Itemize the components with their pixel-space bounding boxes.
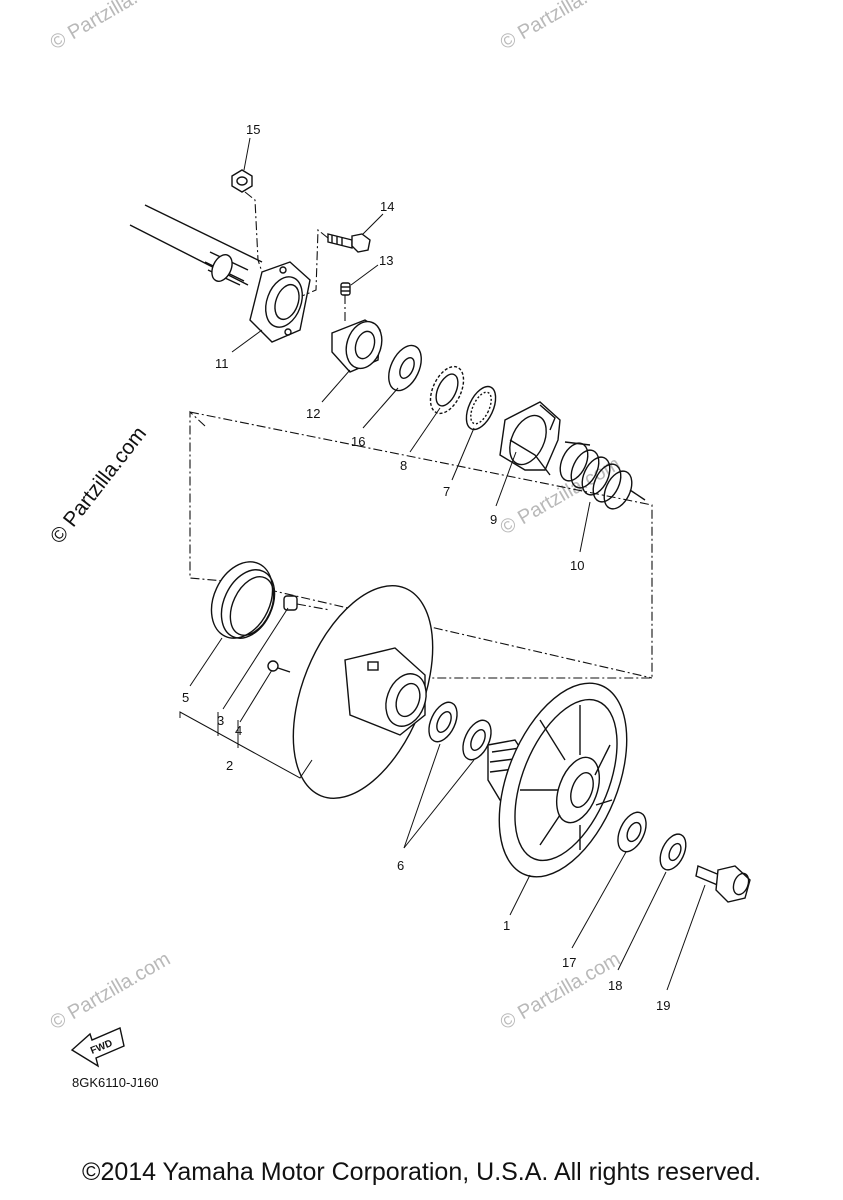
part-12-bearing (331, 319, 383, 373)
part-19-bolt (695, 865, 751, 903)
watermarks: © Partzilla.com © Partzilla.com © Partzi… (46, 0, 624, 1034)
callout-16: 16 (351, 434, 365, 449)
part-13-fitting (340, 282, 351, 322)
watermark-main: © Partzilla.com (46, 422, 151, 548)
part-18-washer (659, 833, 687, 871)
assembly-outline (189, 410, 236, 583)
part-3-pin (283, 595, 331, 611)
part-1-sheave (487, 682, 628, 878)
part-11-bearing-housing (249, 261, 311, 343)
callout-15: 15 (246, 122, 260, 137)
part-5-ring (210, 561, 276, 639)
part-2-sheave (292, 585, 434, 799)
part-10-spring (559, 441, 646, 510)
callout-10: 10 (570, 558, 584, 573)
leader-lines (179, 137, 706, 991)
fwd-arrow-icon: FWD (70, 1027, 125, 1068)
drawing-code: 8GK6110-J160 (72, 1075, 159, 1090)
part-17-washer (617, 811, 647, 853)
watermark: © Partzilla.com (47, 0, 175, 54)
callout-2: 2 (226, 758, 233, 773)
watermark: © Partzilla.com (497, 0, 625, 54)
callout-5: 5 (182, 690, 189, 705)
part-4-screw (267, 660, 291, 673)
callout-8: 8 (400, 458, 407, 473)
callout-17: 17 (562, 955, 576, 970)
watermark: © Partzilla.com (47, 948, 175, 1034)
part-14-bolt (301, 228, 371, 297)
assembly-outline (189, 411, 653, 679)
callout-4: 4 (235, 723, 242, 738)
parts-diagram: © Partzilla.com © Partzilla.com © Partzi… (46, 0, 751, 1090)
callout-18: 18 (608, 978, 622, 993)
callouts: 15 14 13 11 12 16 8 7 9 10 5 3 4 2 6 1 1… (182, 122, 670, 1013)
part-8-toothed-washer (429, 365, 465, 415)
part-15-nut (231, 169, 263, 273)
part-9-cam (499, 401, 561, 476)
callout-13: 13 (379, 253, 393, 268)
part-6-washers (428, 701, 492, 761)
part-16-washer (388, 344, 422, 392)
callout-19: 19 (656, 998, 670, 1013)
callout-3: 3 (217, 713, 224, 728)
callout-6: 6 (397, 858, 404, 873)
callout-9: 9 (490, 512, 497, 527)
callout-11: 11 (215, 356, 229, 371)
part-7-circlip (465, 385, 497, 431)
callout-12: 12 (306, 406, 320, 421)
callout-1: 1 (503, 918, 510, 933)
callout-14: 14 (380, 199, 394, 214)
shaft (129, 204, 263, 286)
callout-7: 7 (443, 484, 450, 499)
watermark: © Partzilla.com (497, 948, 625, 1034)
copyright-text: ©2014 Yamaha Motor Corporation, U.S.A. A… (82, 1158, 761, 1186)
assembly-outline (234, 581, 653, 679)
